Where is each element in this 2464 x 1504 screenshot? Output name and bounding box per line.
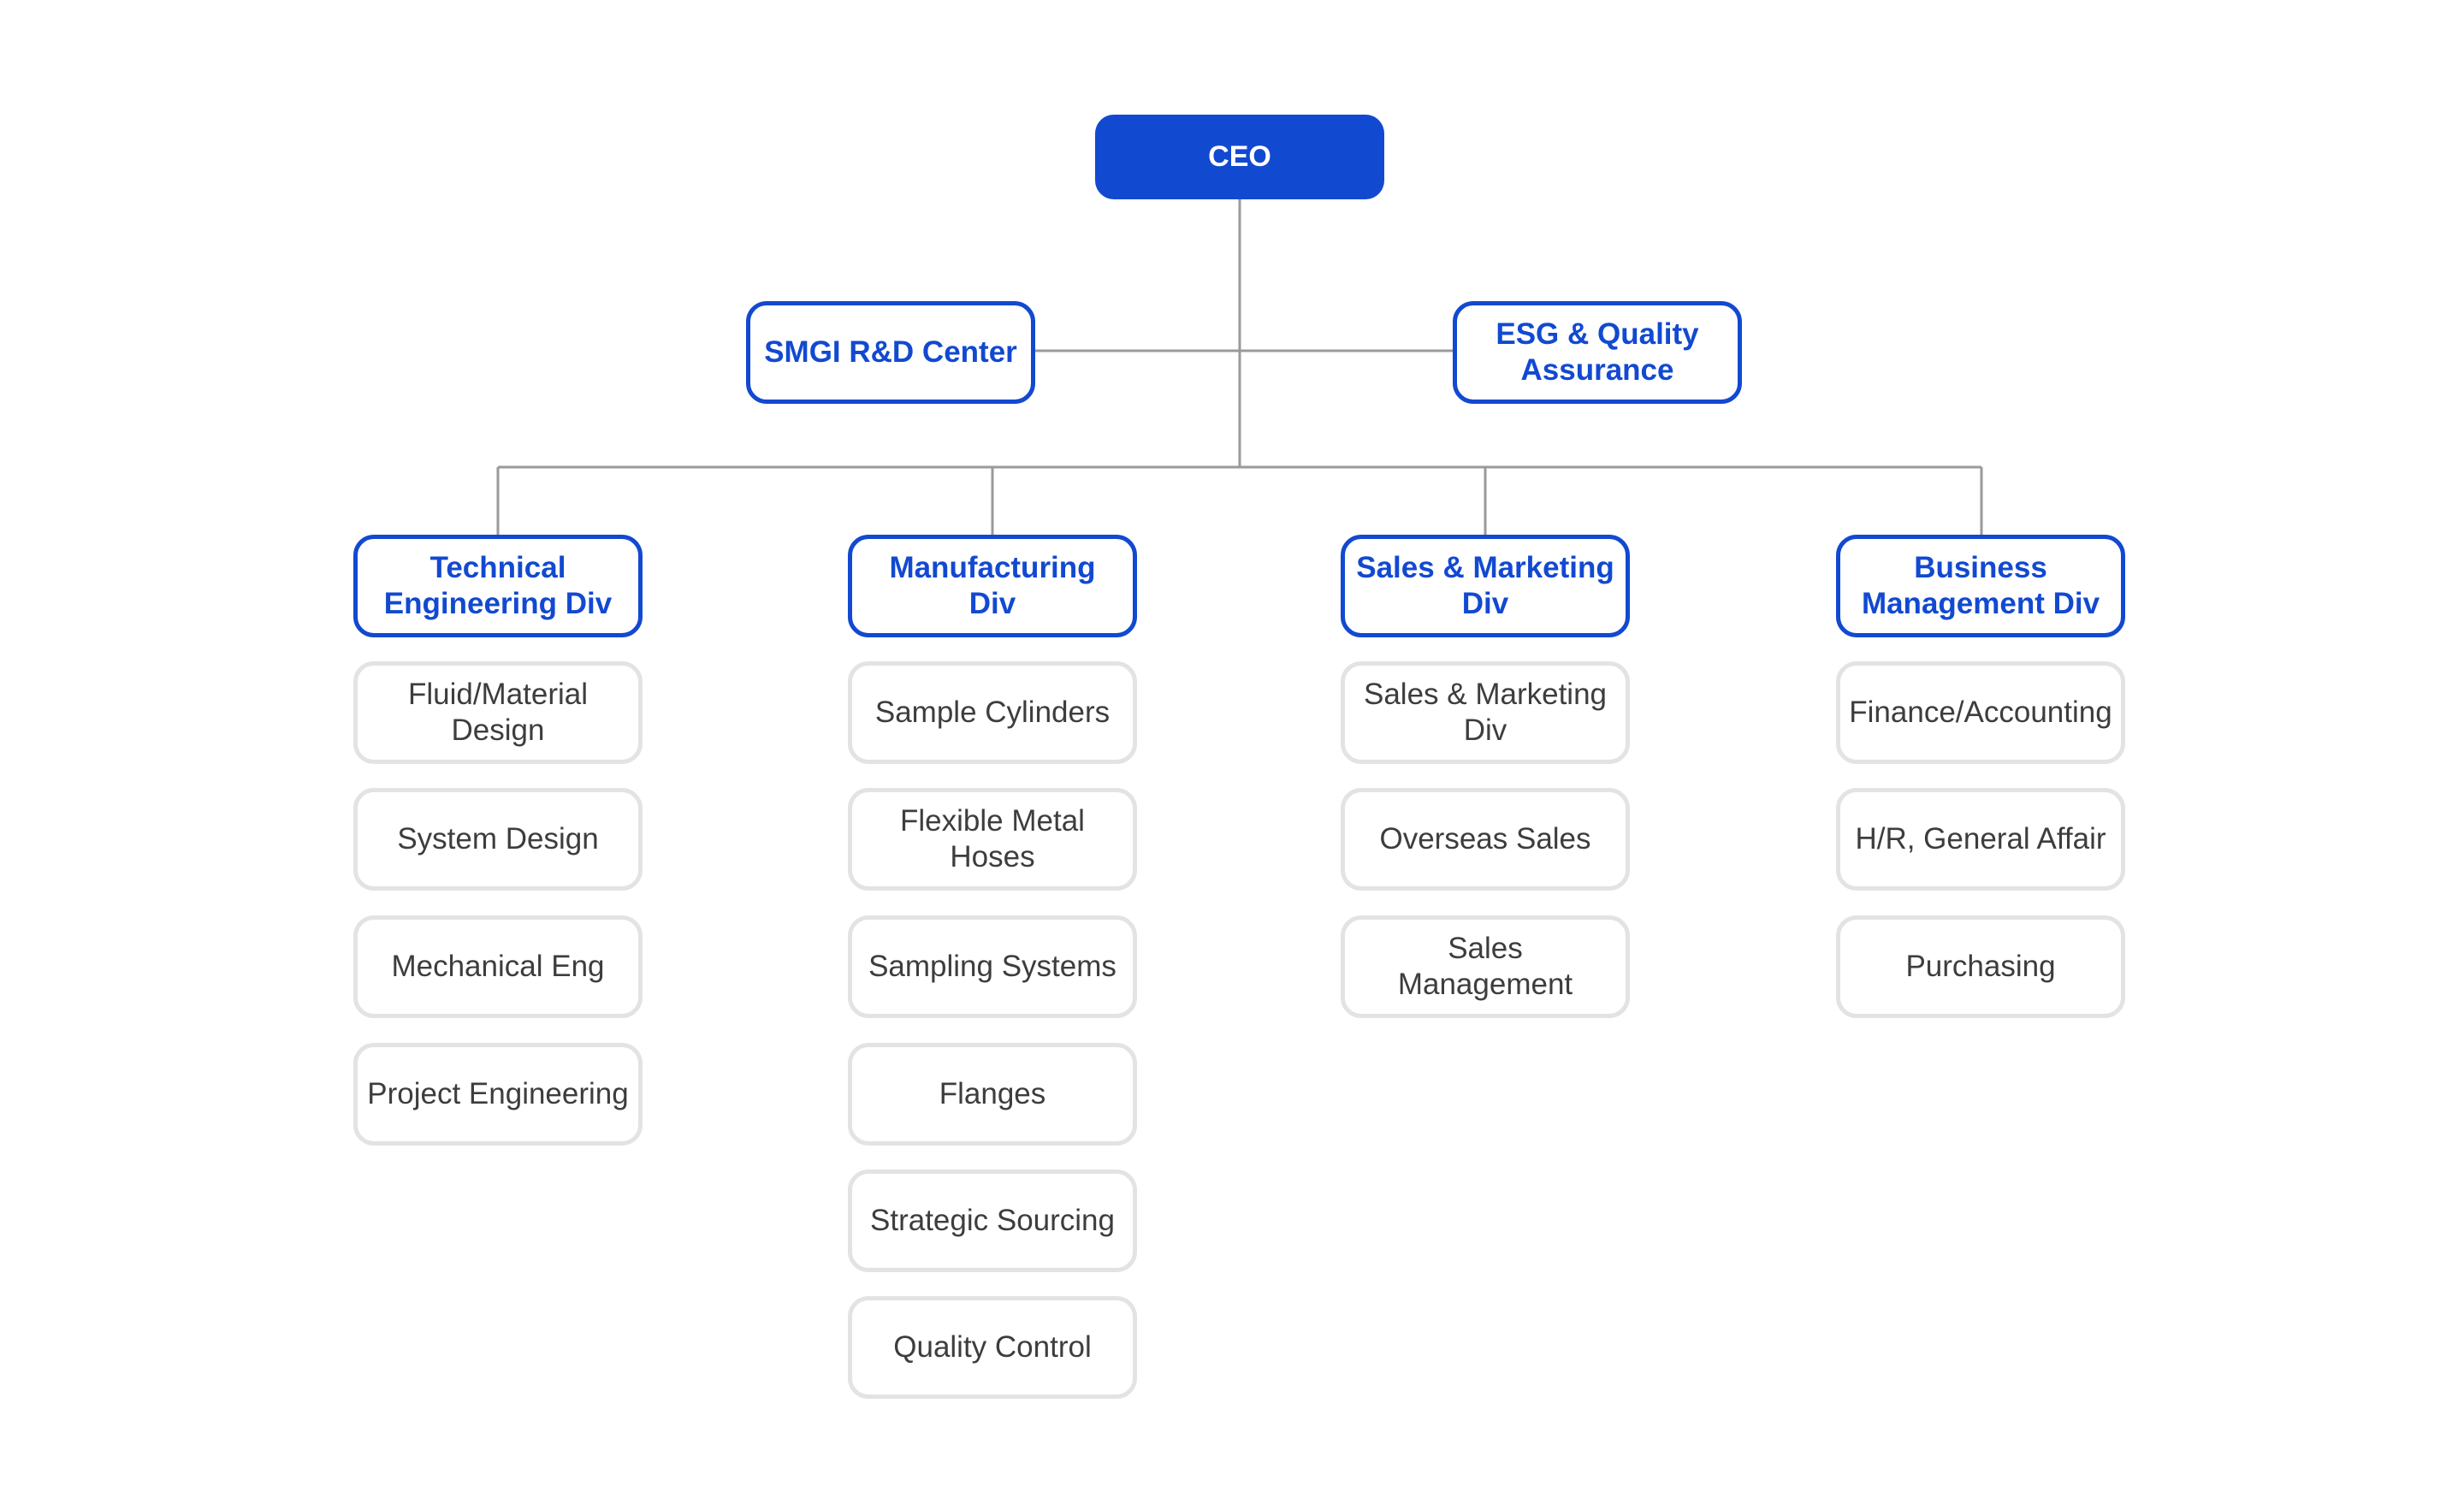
department-box: Strategic Sourcing	[848, 1169, 1137, 1272]
division-label: Manufacturing Div	[889, 551, 1096, 620]
department-box: Quality Control	[848, 1296, 1137, 1399]
department-label: Quality Control	[893, 1330, 1092, 1364]
department-box: Overseas Sales	[1341, 788, 1630, 891]
department-box: Sample Cylinders	[848, 661, 1137, 764]
department-box: Purchasing	[1836, 915, 2125, 1018]
division-label: Sales & Marketing Div	[1356, 551, 1614, 620]
department-box: Mechanical Eng	[353, 915, 643, 1018]
department-label: Sampling Systems	[868, 950, 1116, 983]
department-box: H/R, General Affair	[1836, 788, 2125, 891]
department-box: Finance/Accounting	[1836, 661, 2125, 764]
department-box: Sales Management	[1341, 915, 1630, 1018]
department-box: Project Engineering	[353, 1043, 643, 1146]
department-label: Sales Management	[1397, 932, 1573, 1001]
division-manufacturing: Manufacturing Div	[848, 535, 1137, 637]
division-sales-marketing: Sales & Marketing Div	[1341, 535, 1630, 637]
department-box: Fluid/Material Design	[353, 661, 643, 764]
division-business-management: Business Management Div	[1836, 535, 2125, 637]
esg-quality-box: ESG & Quality Assurance	[1453, 301, 1742, 404]
division-label: Technical Engineering Div	[383, 551, 613, 620]
department-label: Flexible Metal Hoses	[900, 804, 1085, 873]
department-label: Fluid/Material Design	[407, 678, 589, 747]
department-label: Sample Cylinders	[874, 696, 1111, 729]
ceo-label: CEO	[1208, 140, 1271, 174]
department-label: Project Engineering	[367, 1077, 629, 1110]
department-label: Overseas Sales	[1379, 822, 1591, 856]
department-box: Sampling Systems	[848, 915, 1137, 1018]
department-label: Mechanical Eng	[391, 950, 605, 983]
department-label: Finance/Accounting	[1849, 696, 2112, 729]
department-label: System Design	[397, 822, 599, 856]
department-label: H/R, General Affair	[1855, 822, 2106, 856]
rd-center-label: SMGI R&D Center	[764, 335, 1017, 369]
ceo-box: CEO	[1095, 115, 1384, 199]
department-label: Purchasing	[1905, 950, 2056, 983]
department-box: Flexible Metal Hoses	[848, 788, 1137, 891]
department-label: Strategic Sourcing	[870, 1204, 1115, 1237]
department-box: Flanges	[848, 1043, 1137, 1146]
division-technical-engineering: Technical Engineering Div	[353, 535, 643, 637]
esg-quality-label: ESG & Quality Assurance	[1496, 317, 1699, 387]
rd-center-box: SMGI R&D Center	[746, 301, 1035, 404]
department-label: Sales & Marketing Div	[1363, 678, 1608, 747]
department-box: Sales & Marketing Div	[1341, 661, 1630, 764]
department-box: System Design	[353, 788, 643, 891]
department-label: Flanges	[939, 1077, 1046, 1110]
division-label: Business Management Div	[1861, 551, 2100, 620]
